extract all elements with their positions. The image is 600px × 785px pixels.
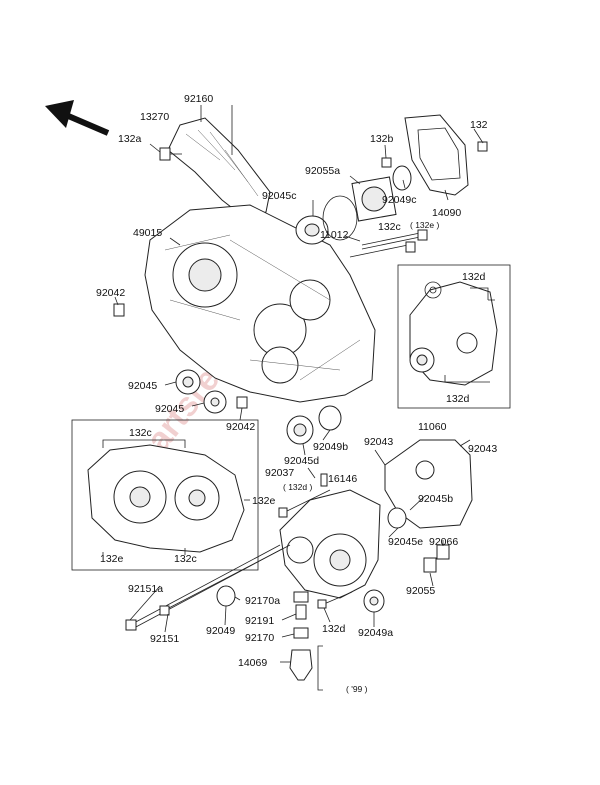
label-92160: 92160 — [184, 93, 213, 105]
bolt-132d-low-part — [317, 591, 353, 609]
gear-icon — [424, 281, 442, 299]
label-132e-paren: ( 132e ) — [410, 220, 439, 230]
sleeve-92170a-part — [293, 591, 309, 603]
label-92042-left: 92042 — [96, 287, 125, 299]
label-13270: 13270 — [140, 111, 169, 123]
label-92055a: 92055a — [305, 165, 340, 177]
label-92037: 92037 — [265, 467, 294, 479]
label-14090: 14090 — [432, 207, 461, 219]
label-92191: 92191 — [245, 615, 274, 627]
dowel-92042-left-part — [113, 303, 125, 317]
label-132c-mid: 132c — [378, 221, 401, 233]
crankcase-49015-part — [144, 204, 376, 403]
seal-92049b-part — [318, 405, 342, 431]
label-92049: 92049 — [206, 625, 235, 637]
bolt-132a-part — [159, 147, 182, 161]
label-92045b: 92045b — [418, 493, 453, 505]
part-labels: 92160 13270 132a 132 132b 92055a 92045c … — [96, 93, 497, 694]
sleeve-92170-part — [293, 627, 309, 639]
label-11012: 11012 — [320, 229, 349, 241]
label-99: ( '99 ) — [346, 684, 368, 694]
seal-92049-part — [216, 585, 236, 607]
label-92045e: 92045e — [388, 536, 423, 548]
leader-lines — [114, 105, 484, 663]
label-92055: 92055 — [406, 585, 435, 597]
label-132d-paren: ( 132d ) — [283, 482, 312, 492]
cover-box-right — [397, 264, 511, 409]
spacer-92191-part — [295, 604, 307, 620]
label-132d-box-bot: 132d — [446, 393, 470, 405]
seal-92045b-part — [387, 507, 407, 529]
label-49015: 49015 — [133, 227, 162, 239]
seal-92049c-part — [392, 165, 412, 191]
seal-92049a-part — [363, 589, 385, 613]
cover-11060-part — [384, 439, 473, 529]
label-92170a: 92170a — [245, 595, 280, 607]
oring-92055-part — [423, 557, 437, 573]
label-92170: 92170 — [245, 632, 274, 644]
label-132c-box: 132c — [129, 427, 152, 439]
label-92151: 92151 — [150, 633, 179, 645]
bearing-housing-part — [351, 176, 397, 222]
bearing-92045-b-part — [203, 390, 227, 414]
bearing-92045d-part — [286, 415, 314, 445]
label-92045-a: 92045 — [128, 380, 157, 392]
label-92049b: 92049b — [313, 441, 348, 453]
label-132c-box-b: 132c — [174, 553, 197, 565]
label-11060: 11060 — [418, 421, 447, 433]
oring-92055a-part — [322, 195, 358, 241]
dowel-92042-mid-part — [236, 396, 248, 409]
label-132b: 132b — [370, 133, 394, 145]
crankcase-box-left — [71, 419, 259, 571]
label-92045d: 92045d — [284, 455, 319, 467]
label-92045-b: 92045 — [155, 403, 184, 415]
bolt-92151-part — [159, 544, 291, 616]
label-92042-mid: 92042 — [226, 421, 255, 433]
gasket-13270-part — [167, 117, 271, 219]
label-92066: 92066 — [429, 536, 458, 548]
cover-gasket-14090-part — [404, 114, 469, 196]
label-16146: 16146 — [328, 473, 357, 485]
side-cover-part — [409, 281, 498, 386]
bolt-132b-part — [381, 157, 392, 168]
pin-16146-part — [320, 473, 328, 487]
label-132e-box-r: 132e — [252, 495, 276, 507]
label-132d-low: 132d — [322, 623, 346, 635]
label-92049c: 92049c — [382, 194, 416, 206]
crankcase-half-left-part — [87, 444, 245, 553]
label-132e-box-l: 132e — [100, 553, 124, 565]
bolt-132c-mid-part — [349, 229, 428, 258]
label-92151a: 92151a — [128, 583, 163, 595]
bearing-11012-part — [295, 215, 329, 245]
label-132: 132 — [470, 119, 488, 131]
bolt-132d-lower-part — [278, 489, 331, 518]
label-132d-box-top: 132d — [462, 271, 486, 283]
label-92043-b: 92043 — [468, 443, 497, 455]
label-132a: 132a — [118, 133, 142, 145]
label-92049a: 92049a — [358, 627, 393, 639]
breather-14069-part — [289, 649, 313, 681]
label-92045c: 92045c — [262, 190, 296, 202]
front-arrow-icon — [45, 100, 110, 136]
bearing-92045-a-part — [175, 369, 201, 395]
crankcase-lower-part — [279, 489, 381, 599]
label-92043-a: 92043 — [364, 436, 393, 448]
label-14069: 14069 — [238, 657, 267, 669]
bolt-132-part — [477, 141, 488, 152]
